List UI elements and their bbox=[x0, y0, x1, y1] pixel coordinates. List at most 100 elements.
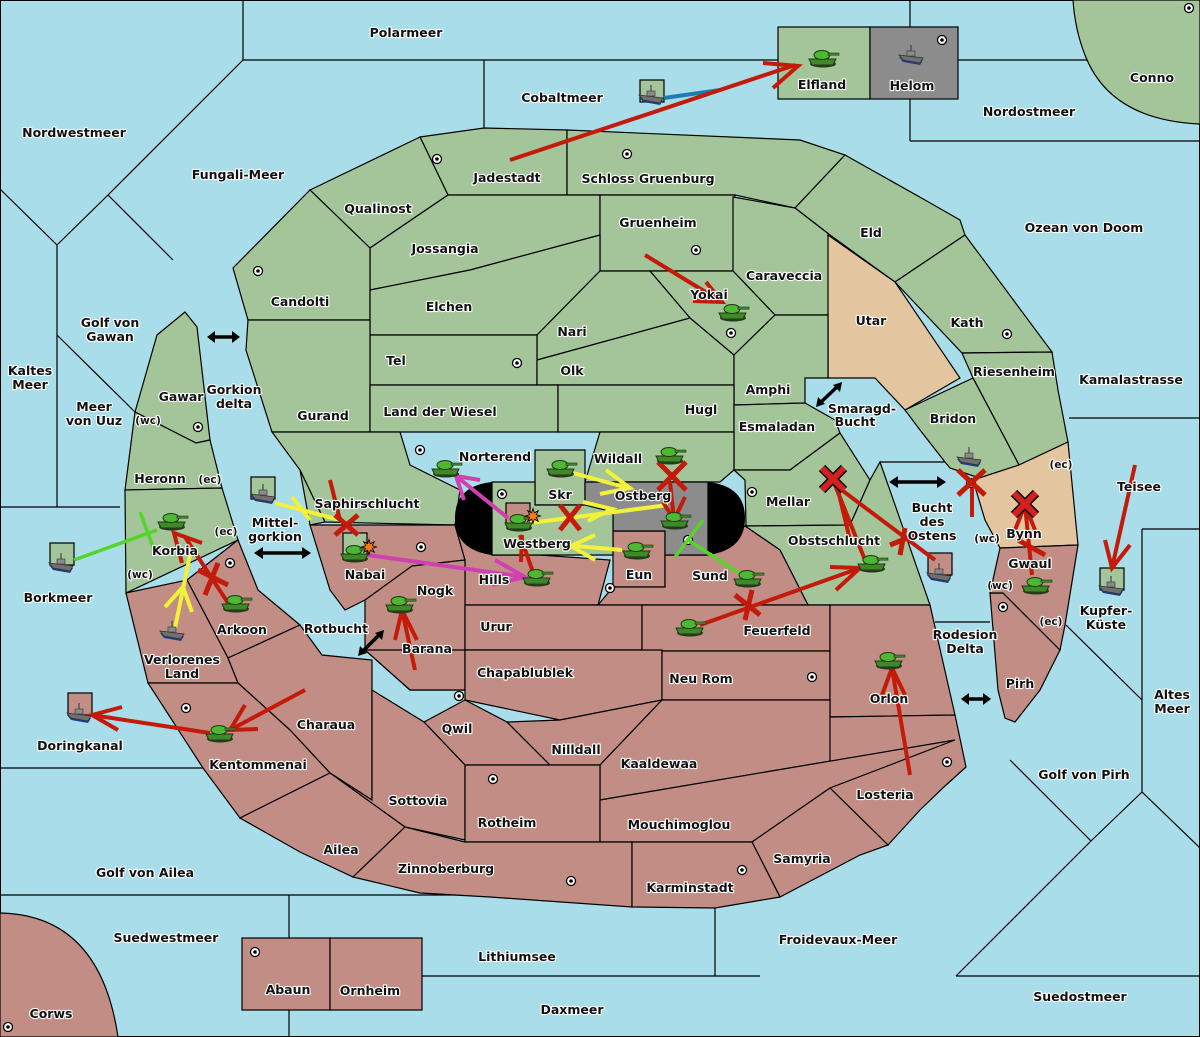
label-kaaldewaa: Kaaldewaa bbox=[621, 756, 698, 771]
order-move bbox=[643, 253, 724, 304]
army-tank-icon[interactable] bbox=[675, 619, 707, 637]
supply-center-icon bbox=[604, 582, 616, 594]
double-arrow-icon bbox=[889, 476, 946, 488]
fleet-ship-icon[interactable] bbox=[66, 703, 92, 723]
label-elfland: Elfland bbox=[798, 77, 846, 92]
army-tank-icon[interactable] bbox=[221, 595, 253, 613]
army-tank-icon[interactable] bbox=[546, 460, 578, 478]
supply-center-icon bbox=[565, 875, 577, 887]
coast-tag-korbia-ec: (ec) bbox=[215, 526, 238, 538]
order-arrowhead bbox=[692, 280, 727, 305]
order-move bbox=[229, 688, 306, 732]
supply-center-icon bbox=[415, 541, 427, 553]
order-move bbox=[509, 63, 796, 162]
label-esmaladan: Esmaladan bbox=[739, 419, 815, 434]
army-tank-icon[interactable] bbox=[340, 545, 372, 563]
order-arrowhead bbox=[1103, 539, 1132, 573]
label-smaragd-bucht: Smaragd- bbox=[828, 401, 896, 416]
label-kupfer-kueste: Küste bbox=[1086, 617, 1126, 632]
army-tank-icon[interactable] bbox=[874, 652, 906, 670]
fleet-ship-icon[interactable] bbox=[159, 621, 185, 641]
army-tank-icon[interactable] bbox=[660, 512, 692, 530]
supply-center-icon bbox=[511, 357, 523, 369]
region-gwaul[interactable] bbox=[989, 544, 1079, 652]
cut-order-x-icon bbox=[733, 589, 762, 621]
army-tank-icon[interactable] bbox=[385, 596, 417, 614]
label-gorkion-delta: delta bbox=[216, 396, 252, 411]
order-arrowhead bbox=[163, 583, 194, 613]
army-tank-icon[interactable] bbox=[857, 555, 889, 573]
fleet-ship-icon[interactable] bbox=[1098, 576, 1124, 596]
label-gurand: Gurand bbox=[297, 408, 349, 423]
region-ornheim[interactable] bbox=[329, 937, 423, 1011]
coast-tag-gwaul-wc: (wc) bbox=[987, 580, 1013, 592]
fleet-ship-icon[interactable] bbox=[250, 484, 276, 504]
label-riesenheim: Riesenheim bbox=[973, 364, 1055, 379]
region-rotheim[interactable] bbox=[464, 764, 601, 843]
label-sottovia: Sottovia bbox=[389, 793, 448, 808]
label-feuerfeld: Feuerfeld bbox=[743, 623, 810, 638]
green-territories bbox=[124, 127, 1069, 606]
order-move bbox=[519, 534, 524, 563]
order-move bbox=[91, 713, 211, 735]
army-tank-icon[interactable] bbox=[205, 725, 237, 743]
region-gruenheim[interactable] bbox=[599, 194, 736, 272]
label-westberg: Westberg bbox=[503, 536, 571, 551]
canal-arrows bbox=[207, 331, 991, 705]
region-saphirschlucht[interactable] bbox=[299, 469, 326, 526]
region-sottovia[interactable] bbox=[329, 688, 466, 841]
label-gorkion-delta: Gorkion bbox=[206, 382, 261, 397]
label-jossangia: Jossangia bbox=[410, 241, 478, 256]
fleet-ship-icon[interactable] bbox=[926, 563, 952, 583]
coast-tag-bynn-wc: (wc) bbox=[974, 533, 1000, 545]
supply-center-icon bbox=[487, 773, 499, 785]
dislodged-burst-icon bbox=[360, 538, 378, 556]
labels: Polarmeer Cobaltmeer Nordwestmeer Fungal… bbox=[7, 24, 1192, 1022]
label-verlorenes-land: Land bbox=[165, 666, 199, 681]
label-teisee: Teisee bbox=[1117, 479, 1161, 494]
army-tank-icon[interactable] bbox=[431, 460, 463, 478]
fleet-ship-icon[interactable] bbox=[956, 447, 982, 467]
order-arrowhead bbox=[86, 705, 123, 732]
coast-tag-korbia-wc: (wc) bbox=[127, 569, 153, 581]
supply-center-icon bbox=[453, 690, 465, 702]
army-tank-icon[interactable] bbox=[718, 304, 750, 322]
label-smaragd-bucht: Bucht bbox=[835, 414, 876, 429]
label-tel: Tel bbox=[386, 353, 406, 368]
label-bucht-des-ostens: Ostens bbox=[908, 528, 957, 543]
army-tank-icon[interactable] bbox=[733, 570, 765, 588]
label-kaltes-meer: Kaltes bbox=[8, 363, 52, 378]
army-tank-icon[interactable] bbox=[808, 50, 840, 68]
label-qualinost: Qualinost bbox=[344, 201, 411, 216]
order-arrowhead bbox=[171, 529, 203, 564]
supply-center-icon bbox=[941, 756, 953, 768]
region-candolti[interactable] bbox=[232, 189, 371, 321]
army-tank-icon[interactable] bbox=[522, 569, 554, 587]
label-losteria: Losteria bbox=[856, 787, 913, 802]
army-tank-icon[interactable] bbox=[622, 542, 654, 560]
label-meer-von-uuz: von Uuz bbox=[66, 413, 122, 428]
supply-center-icon bbox=[621, 148, 633, 160]
fleet-ship-icon[interactable] bbox=[48, 553, 74, 573]
label-zinnoberburg: Zinnoberburg bbox=[398, 861, 494, 876]
label-froidevaux-meer: Froidevaux-Meer bbox=[779, 932, 898, 947]
region-corws[interactable] bbox=[0, 912, 119, 1037]
region-conno[interactable] bbox=[1072, 0, 1200, 125]
army-tank-icon[interactable] bbox=[1021, 577, 1053, 595]
region-eld[interactable] bbox=[794, 154, 966, 283]
order-convoy bbox=[454, 474, 510, 520]
label-nari: Nari bbox=[557, 324, 586, 339]
army-tank-icon[interactable] bbox=[655, 447, 687, 465]
double-arrow-icon bbox=[358, 630, 384, 656]
fleet-ship-icon[interactable] bbox=[638, 85, 664, 105]
label-lithiumsee: Lithiumsee bbox=[478, 949, 556, 964]
label-elchen: Elchen bbox=[426, 299, 473, 314]
region-heronn[interactable] bbox=[124, 411, 223, 491]
region-karminstadt[interactable] bbox=[631, 841, 781, 909]
army-tank-icon[interactable] bbox=[157, 513, 189, 531]
label-saphirschlucht: Saphirschlucht bbox=[315, 496, 420, 511]
label-orlon: Orlon bbox=[870, 691, 909, 706]
fleet-ship-icon[interactable] bbox=[898, 45, 924, 65]
label-golf-von-gawan: Golf von bbox=[81, 315, 140, 330]
region-bridon[interactable] bbox=[904, 377, 1020, 481]
